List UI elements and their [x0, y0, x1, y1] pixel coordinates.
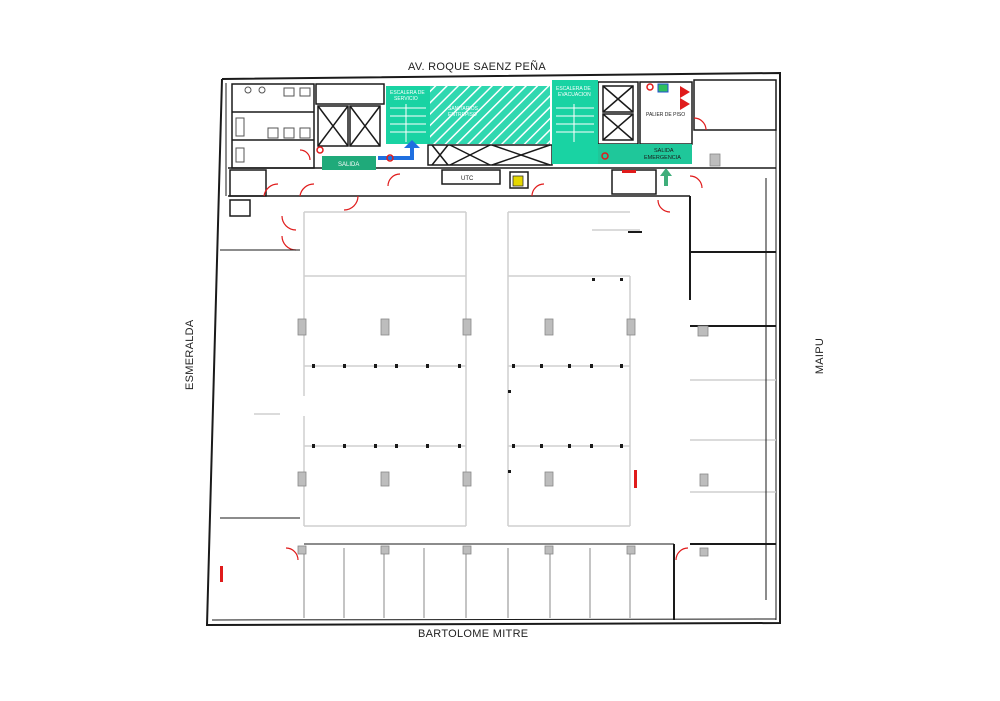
- extinguisher-markers: [220, 86, 690, 582]
- desk-markers: [312, 278, 623, 473]
- emergency-exit-label-2: EMERGENCIA: [644, 155, 681, 161]
- service-stair-label-2: SERVICIO: [394, 96, 418, 102]
- stair-treads: [390, 104, 594, 142]
- street-left-label: ESMERALDA: [184, 319, 196, 390]
- restrooms-label-2: ENTREPISO: [448, 112, 477, 118]
- building-outline: [205, 71, 781, 627]
- evac-stair-area: [552, 80, 598, 164]
- landing-label: PALIER DE PISO: [646, 112, 685, 118]
- blue-arrow-icon: [378, 140, 420, 160]
- green-arrow-icon: [660, 168, 672, 186]
- exit-sign: [322, 156, 376, 170]
- restroom-area: [430, 86, 550, 144]
- evac-stair-label-1: ESCALERA DE: [556, 86, 591, 92]
- room-labels: ESCALERA DE SERVICIO SANITARIOS ENTREPIS…: [390, 86, 591, 118]
- panel-icon: [512, 175, 524, 187]
- utc-label: UTC: [461, 176, 474, 182]
- service-stair-area: [386, 86, 430, 144]
- door-swings: [263, 117, 707, 561]
- street-bottom-label: BARTOLOME MITRE: [418, 628, 529, 640]
- street-right-label: MAIPU: [814, 337, 826, 375]
- hydrant-icon: [657, 83, 669, 93]
- exit-label: SALIDA: [338, 162, 359, 168]
- street-top-label: AV. ROQUE SAENZ PEÑA: [408, 61, 547, 73]
- perimeter-offices: [303, 548, 631, 618]
- restroom-fixtures: [235, 86, 311, 163]
- emergency-exit-label-1: SALIDA: [654, 148, 674, 154]
- landing-green-band: [598, 144, 692, 164]
- alarm-icons: [316, 83, 654, 162]
- evac-stair-label-2: EVACUACION: [558, 92, 591, 98]
- columns: [297, 153, 721, 557]
- restrooms-label-1: SANITARIOS: [448, 106, 479, 112]
- office-partitions: [254, 211, 776, 527]
- service-stair-label-1: ESCALERA DE: [390, 90, 425, 96]
